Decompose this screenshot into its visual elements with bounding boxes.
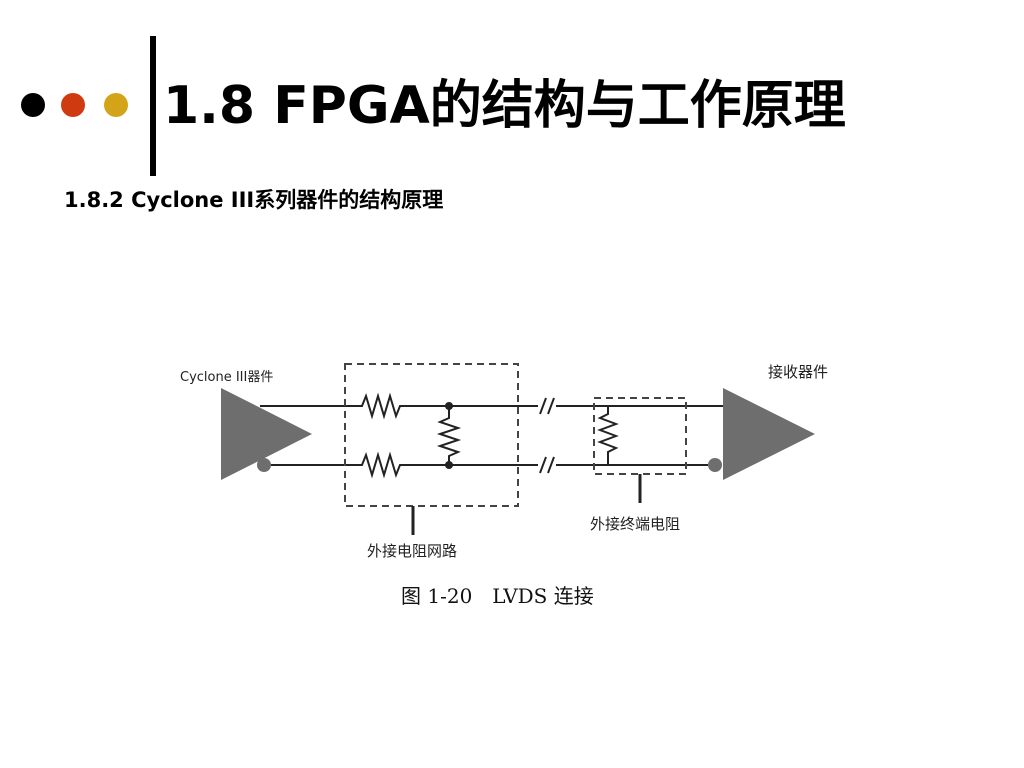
- bullet-dot-red: [61, 93, 85, 117]
- termination-label: 外接终端电阻: [590, 515, 680, 533]
- bullet-dot-black: [21, 93, 45, 117]
- receiver-inverting-bubble: [708, 458, 722, 472]
- shunt-resistor: [436, 406, 462, 465]
- driver-label: Cyclone III器件: [180, 370, 273, 385]
- junction-dot-bottom: [445, 461, 453, 469]
- receiver-buffer: [723, 388, 815, 480]
- external-network-label: 外接电阻网路: [367, 542, 457, 560]
- driver-buffer: [221, 388, 312, 480]
- termination-resistor: [597, 406, 619, 465]
- series-resistor-top: [356, 392, 408, 420]
- slide-title: 1.8 FPGA的结构与工作原理: [163, 76, 846, 136]
- driver-inverting-bubble: [257, 458, 271, 472]
- external-network-box: [344, 363, 519, 507]
- title-divider: [150, 36, 156, 176]
- figure-caption: 图 1-20 LVDS 连接: [401, 584, 594, 608]
- line-break-bottom: [539, 456, 555, 474]
- bullet-dot-gold: [104, 93, 128, 117]
- series-resistor-bottom: [356, 451, 408, 479]
- receiver-label: 接收器件: [768, 363, 828, 381]
- line-break-top: [539, 397, 555, 415]
- slide-subtitle: 1.8.2 Cyclone III系列器件的结构原理: [64, 188, 444, 212]
- junction-dot-top: [445, 402, 453, 410]
